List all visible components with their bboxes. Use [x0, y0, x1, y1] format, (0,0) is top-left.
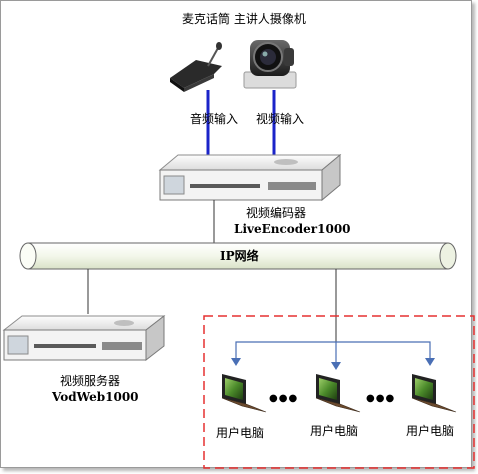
network-label: IP网络: [220, 249, 259, 263]
encoder-name-label: 视频编码器: [246, 206, 307, 220]
server-name-label: 视频服务器: [60, 374, 121, 388]
clients-area-box: [203, 315, 475, 469]
audio-input-label: 音频输入: [190, 112, 239, 126]
user-pc-label: 用户电脑: [406, 424, 455, 438]
client-distribution: [231, 341, 435, 370]
server-rack-icon: [2, 314, 166, 362]
microphone-icon: [170, 42, 222, 92]
camera-icon: [243, 40, 297, 89]
encoder-rack-icon: [158, 153, 342, 202]
ellipsis-dots: ●●●: [366, 393, 396, 404]
user-pc-label: 用户电脑: [310, 424, 359, 438]
ip-network-pipe: [19, 242, 457, 270]
top-caption: 麦克话筒 主讲人摄像机: [182, 12, 306, 26]
laptop-icon: [315, 374, 361, 413]
laptop-icon: [411, 374, 457, 413]
server-model-label: VodWeb1000: [52, 390, 139, 404]
encoder-model-label: LiveEncoder1000: [234, 222, 351, 236]
video-input-label: 视频输入: [256, 112, 305, 126]
laptop-icon: [221, 374, 267, 413]
user-pc-label: 用户电脑: [216, 426, 265, 440]
ellipsis-dots: ●●●: [269, 393, 299, 404]
